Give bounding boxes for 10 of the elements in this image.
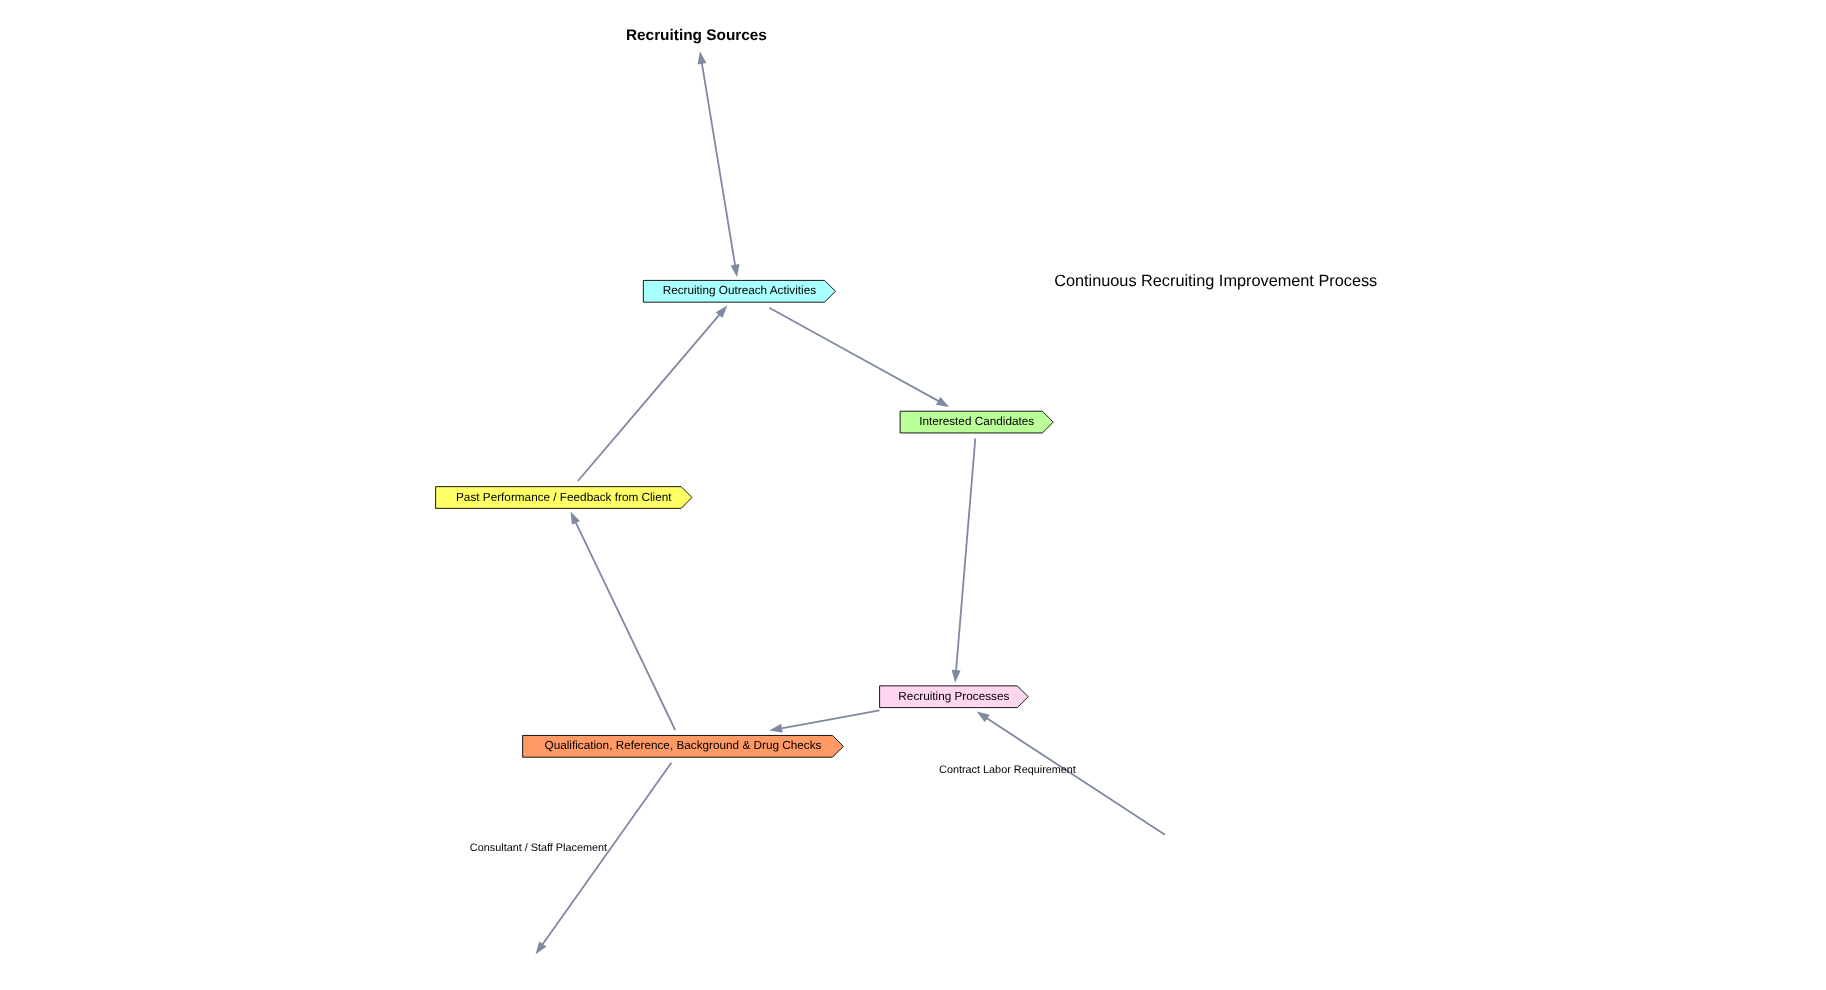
arrow [569,511,676,731]
arrow [696,51,739,278]
arrow [950,437,976,683]
arrow [768,709,880,733]
arrow [534,761,672,955]
arrow [576,305,727,482]
arrow [975,711,1165,836]
arrow [767,306,949,407]
label: Continuous Recruiting Improvement Process [1053,272,1377,291]
node-text: Recruiting Sources [624,25,766,44]
